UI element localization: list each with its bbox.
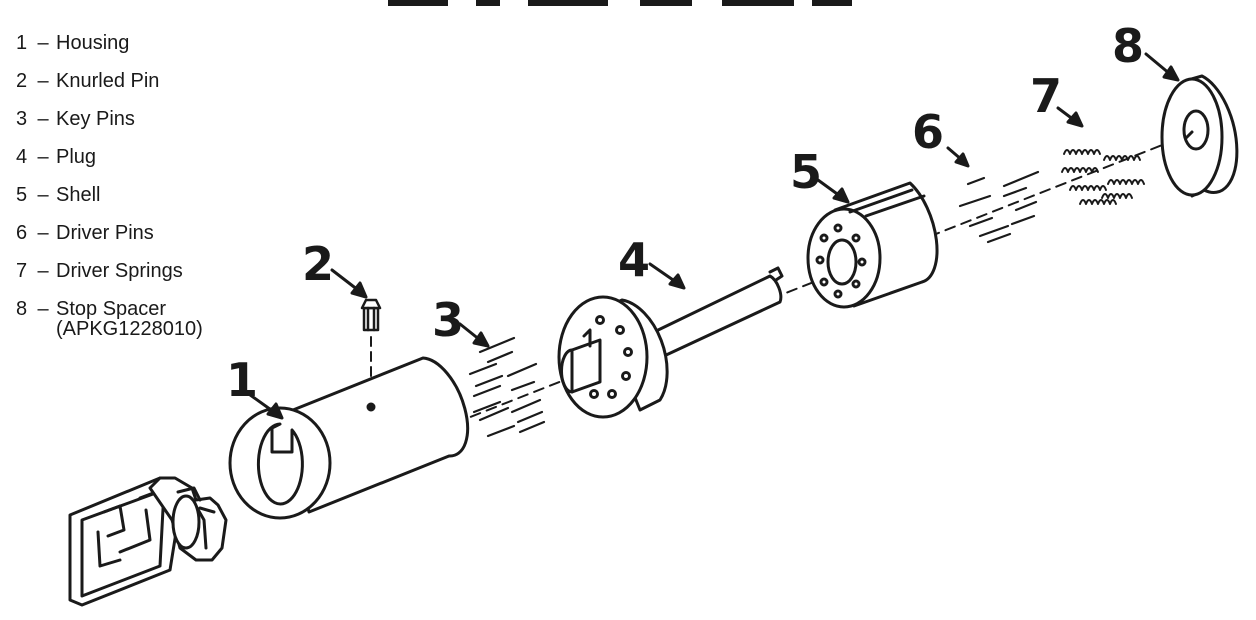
legend-label: Driver Pins [56, 222, 154, 244]
callout-key-pins: 3 [432, 293, 464, 347]
legend-item-knurled-pin: 2–Knurled Pin [16, 70, 159, 92]
legend-number: 1 [16, 32, 28, 54]
callout-knurled-pin: 2 [302, 237, 334, 291]
callout-plug: 4 [618, 233, 650, 287]
legend-label: Key Pins [56, 108, 135, 130]
legend-item-stop-spacer: 8–Stop Spacer [16, 298, 166, 320]
legend-label: Stop Spacer [56, 298, 167, 320]
legend-dash: – [37, 32, 49, 54]
legend-item-driver-pins: 6–Driver Pins [16, 222, 154, 244]
legend-item-key-pins: 3–Key Pins [16, 108, 135, 130]
legend-item-plug: 4–Plug [16, 146, 96, 168]
legend-number: 6 [16, 222, 28, 244]
legend-number: 5 [16, 184, 28, 206]
legend-dash: – [37, 222, 49, 244]
knurled-pin-part [360, 298, 382, 332]
legend-label: Housing [56, 32, 130, 54]
housing-part [228, 356, 470, 520]
callout-shell: 5 [790, 145, 822, 199]
legend-dash: – [37, 70, 49, 92]
legend-dash: – [37, 146, 49, 168]
legend-dash: – [37, 108, 49, 130]
legend-item-housing: 1–Housing [16, 32, 129, 54]
legend-number: 2 [16, 70, 28, 92]
key-pins-part [468, 336, 546, 438]
callout-stop-spacer: 8 [1112, 19, 1144, 73]
driver-springs-part [1061, 149, 1145, 205]
stop-spacer-part [1160, 74, 1239, 198]
legend-number: 7 [16, 260, 28, 282]
callout-driver-springs: 7 [1030, 69, 1062, 123]
driver-pins-part [958, 170, 1040, 244]
legend-dash: – [37, 298, 49, 320]
callout-housing: 1 [226, 353, 258, 407]
legend-number: 3 [16, 108, 28, 130]
legend-label: Knurled Pin [56, 70, 160, 92]
legend-number: 4 [16, 146, 28, 168]
legend-label: Plug [56, 146, 97, 168]
legend-number: 8 [16, 298, 28, 320]
callout-arrows [244, 52, 1180, 420]
legend-part-number: (APKG1228010) [56, 318, 203, 340]
legend-item-driver-springs: 7–Driver Springs [16, 260, 183, 282]
cropped-heading [388, 0, 852, 6]
legend-label: Shell [56, 184, 101, 206]
plug-part [557, 266, 784, 419]
callout-driver-pins: 6 [912, 105, 944, 159]
key-illustration [68, 476, 228, 607]
shell-part [806, 181, 939, 309]
legend-label: Driver Springs [56, 260, 183, 282]
legend-item-shell: 5–Shell [16, 184, 100, 206]
legend-dash: – [37, 260, 49, 282]
legend-dash: – [37, 184, 49, 206]
